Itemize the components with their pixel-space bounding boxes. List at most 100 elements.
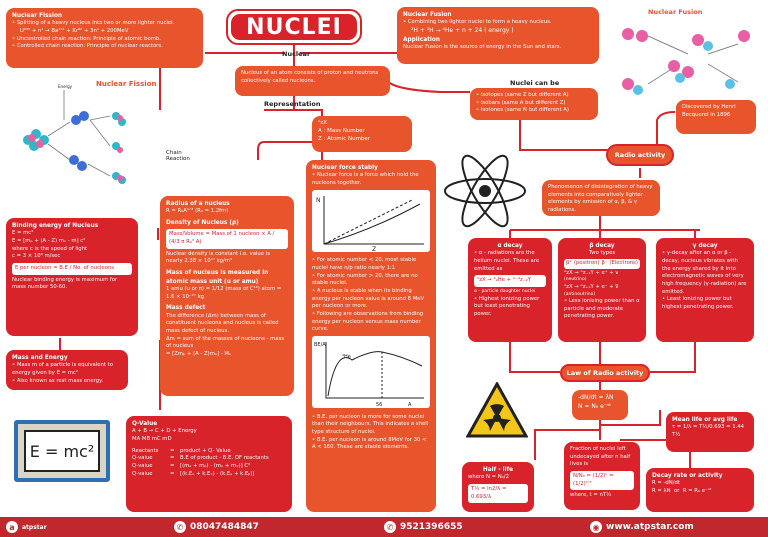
density-heading: Density of Nucleus (ρ) <box>166 220 239 227</box>
phone-1-text: 08047484847 <box>190 522 259 532</box>
q-cell: = <box>170 455 175 462</box>
nuclear-label: Nuclear <box>282 50 311 58</box>
mean-life-box: Mean life or avg life τ = 1/λ = T½/0.693… <box>666 412 754 452</box>
brand-logo-icon: a <box>6 521 18 533</box>
fission-diagram: Nuclear Fission Energy Chain Reaction <box>4 80 204 200</box>
beta-heading: β decay <box>589 243 615 249</box>
alpha-decay-box: α decay α - radiations are the helium nu… <box>468 238 552 342</box>
half-life-where: where N = N₀/2 <box>468 474 509 481</box>
footer-website[interactable]: ◉ www.atpstar.com <box>590 521 694 533</box>
density-eq: Mass/Volume = Mass of 1 nucleon × A / (4… <box>166 229 288 249</box>
q-row: Q-value=B.E of product - B.E. OF reactan… <box>132 455 269 463</box>
law-box: -dN/dt = λN N = N₀ e⁻ᵅᵗ <box>572 390 628 420</box>
binding-where: where c is the speed of light <box>12 245 88 252</box>
discovered-text: Discovered by Henri Becquerel in 1896 <box>682 104 736 118</box>
beta-lbl1: (neutrino) <box>564 277 587 283</box>
footer-brand[interactable]: a atpstar <box>6 521 47 533</box>
force-item: A nucleus is stable when its binding ene… <box>312 288 430 311</box>
fusion-item: Combining two lighter nuclei to form a h… <box>403 19 593 27</box>
title-box: NUCLEI <box>226 9 362 45</box>
alpha-sub: α - particle daughter nuclei <box>474 289 536 295</box>
fraction-where: where, t = nT½ <box>570 492 612 499</box>
nuclei-type-item: Isobars (same A but different Z) <box>476 100 592 108</box>
decay-rate-or: or <box>673 488 680 495</box>
be-curve-graph: BE/A A 56 ⁴He <box>312 336 430 409</box>
application-text: Nuclear Fusion is the source of energy i… <box>403 44 562 51</box>
graph-n-label: N <box>316 197 321 204</box>
decay-rate-eq2: R = λN <box>652 488 671 495</box>
q-cell: product + Q- Value <box>180 447 231 454</box>
fusion-box: Nuclear Fusion Combining two lighter nuc… <box>397 7 599 64</box>
mass-energy-item: Also known as rest mass energy. <box>12 378 122 386</box>
energy-label: Energy <box>58 84 73 89</box>
beta-note: Less ionizing power than α particle and … <box>564 298 640 321</box>
chain-reaction-label: Chain Reaction <box>166 150 190 162</box>
fusion-heading: Nuclear Fusion <box>403 12 452 18</box>
radius-eq: R = R₀A¹ᐟ³ (R₀ = 1.2fm) <box>166 208 229 215</box>
gamma-decay-box: γ decay γ-decay after an α or β - decay,… <box>656 238 754 342</box>
binding-c-value: c = 3 × 10⁸ m/sec <box>12 253 61 260</box>
q-cell: [(mₐ + mᵦ) - (mₒ + mₓ)] C² <box>180 463 251 470</box>
beta-minus-label: β⁻ (Electrons) <box>601 260 638 267</box>
fraction-heading: Fraction of nuclei left undecayed after … <box>570 446 631 468</box>
whatsapp-icon: ✆ <box>384 521 396 533</box>
brand-name: atpstar <box>22 523 47 531</box>
nuclei-types-box: Isotopes (same Z but different A) Isobar… <box>470 88 598 120</box>
alpha-eq: ᴬᴢX → ⁴₂He + ᴬ⁻⁴ᴢ₋₂Y <box>474 275 546 288</box>
binding-eq3: E per nucleon = B.E / No. of nucleons <box>12 263 132 275</box>
graph2-fe-label: 56 <box>376 402 382 408</box>
mass-unit-eq: 1 amu (u or π) = 1/12 (mass of C¹²) atom… <box>166 285 282 300</box>
half-life-eq: T½ = ln2/λ = 0.693/λ <box>468 484 528 504</box>
blackboard: E = mc² <box>14 420 110 482</box>
beta-eq2: ᴬᴢX → ᴬᴢ₊₁Y + e⁻ + ν̅ <box>564 283 619 290</box>
phenomenon-box: Phenomenon of disintegration of heavy el… <box>542 180 660 216</box>
website-text: www.atpstar.com <box>606 522 694 532</box>
fraction-box: Fraction of nuclei left undecayed after … <box>564 442 640 510</box>
q-row: Q-value=[(k.Eₒ + k.Eₓ) - (k.Eₐ + k.Eᵦ)] <box>132 471 269 479</box>
density-text: Nuclear density is constant i.e. value i… <box>166 250 270 265</box>
footer: a atpstar ✆ 08047484847 ✆ 9521396655 ◉ w… <box>0 517 768 537</box>
graph2-y-label: BE/A <box>314 342 326 348</box>
nuclei-type-item: Isotopes (same Z but different A) <box>476 92 592 100</box>
q-cell: [(k.Eₒ + k.Eₓ) - (k.Eₐ + k.Eᵦ)] <box>180 470 255 477</box>
beta-lbl2: (antineutrino) <box>564 291 596 297</box>
binding-max: Nuclear binding energy is maximum for ma… <box>12 276 118 291</box>
binding-energy-box: Binding energy of Nucleus E = mc² E = [m… <box>6 218 138 336</box>
atomic-number-text: Z : Atomic Number <box>318 135 371 142</box>
phenomenon-text: Phenomenon of disintegration of heavy el… <box>548 184 653 214</box>
n-z-graph: N Z <box>312 189 430 253</box>
atom-definition-text: Nucleus of an atom consists of proton an… <box>241 70 379 84</box>
fission-equation: U²³⁵ + n¹ → Ba¹⁴¹ + Kr⁹² + 3n¹ + 200MeV <box>20 28 129 35</box>
force-item: For atomic number < 20, most stable nucl… <box>312 257 430 272</box>
nuclear-force-box: Nuclear force stably Nuclear force is a … <box>306 160 436 512</box>
representation-box: ᴬᴢX A : Mass Number Z : Atomic Number <box>312 116 412 152</box>
mean-life-eq: τ = 1/λ = T½/0.693 = 1.44 T½ <box>672 424 745 439</box>
force-heading: Nuclear force stably <box>312 165 378 171</box>
nuclei-can-be-label: Nuclei can be <box>510 79 560 87</box>
force-item: Following are observations from binding … <box>312 311 430 334</box>
footer-phone-1[interactable]: ✆ 08047484847 <box>174 521 259 533</box>
radioactivity-node: Radio activity <box>606 144 674 166</box>
alpha-heading: α decay <box>497 243 523 249</box>
q-value-box: Q-Value A + B → C + D + Energy MA MB mC … <box>126 416 292 512</box>
beta-eq1: ᴬᴢX → ᴬᴢ₋₁Y + e⁺ + ν <box>564 269 619 276</box>
q-cell: = <box>170 463 175 470</box>
mean-life-heading: Mean life or avg life <box>672 417 738 423</box>
q-cell: Reactants <box>132 447 159 454</box>
mass-defect-heading: Mass defect <box>166 305 206 312</box>
footer-phone-2[interactable]: ✆ 9521396655 <box>384 521 463 533</box>
half-life-box: Half - life where N = N₀/2 T½ = ln2/λ = … <box>462 462 534 512</box>
phone-icon: ✆ <box>174 521 186 533</box>
q-cell: = <box>170 470 175 477</box>
q-row: Q-value=[(mₐ + mᵦ) - (mₒ + mₓ)] C² <box>132 463 269 471</box>
fission-diagram-title: Nuclear Fission <box>96 80 157 88</box>
q-eq2: MA MB mC mD <box>132 436 172 443</box>
decay-rate-eq3: R = R₀ e⁻ᵅᵗ <box>682 488 712 495</box>
alpha-text: α - radiations are the helium nuclei. Th… <box>474 250 546 273</box>
q-cell: = <box>170 447 175 454</box>
decay-rate-eq1: R = -dN/dt <box>652 480 680 487</box>
discovered-box: Discovered by Henri Becquerel in 1896 <box>676 100 756 134</box>
binding-eq1: E = mc² <box>12 230 34 237</box>
radiation-icon <box>466 382 528 438</box>
decay-rate-heading: Decay rate or activity <box>652 473 723 479</box>
